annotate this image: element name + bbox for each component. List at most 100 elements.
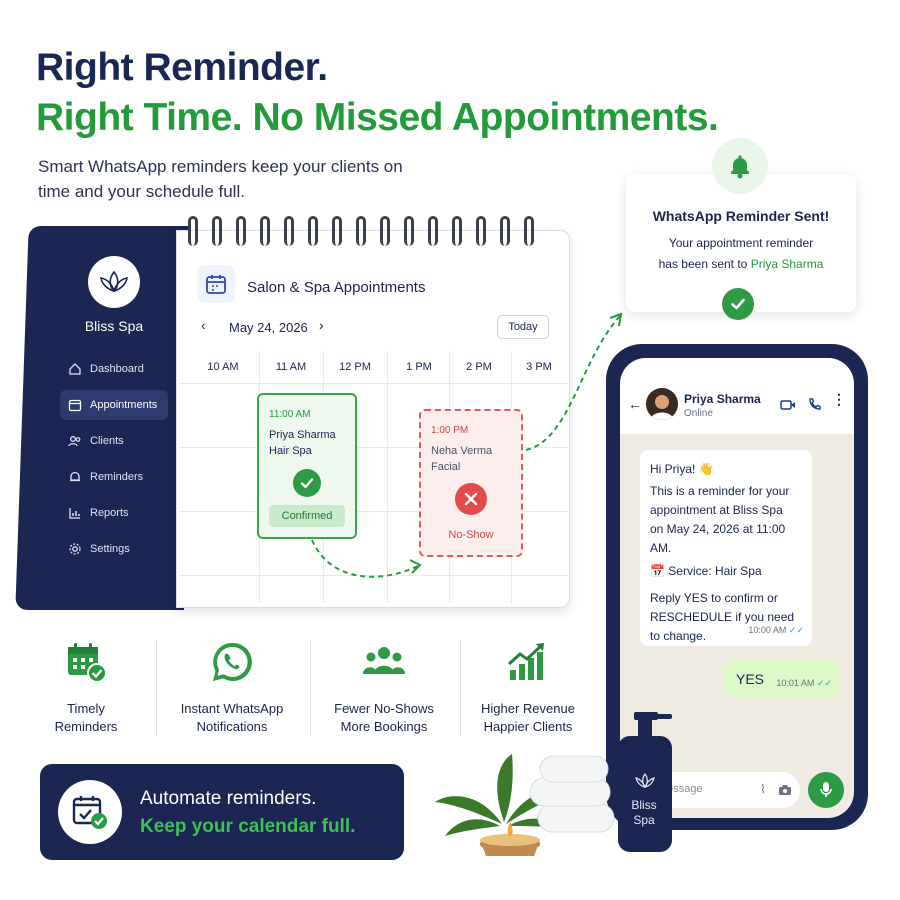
feature-line: Instant WhatsApp	[180, 701, 284, 716]
appointment-service: Hair Spa	[269, 445, 312, 457]
message-line: to change.	[650, 629, 707, 643]
bottle-label-line: Spa	[633, 813, 655, 827]
cta-banner: Automate reminders. Keep your calendar f…	[40, 764, 404, 860]
message-time: 10:01 AM ✓✓	[776, 678, 832, 688]
banner-line2: Keep your calendar full.	[140, 816, 356, 837]
message-line: 📅 Service: Hair Spa	[650, 564, 762, 578]
bar-chart-icon	[69, 508, 80, 519]
time-label: 11 AM	[275, 361, 307, 373]
outgoing-message: YES 10:01 AM ✓✓	[724, 660, 840, 698]
growth-chart-icon	[507, 643, 544, 680]
spiral-ring	[476, 216, 486, 246]
feature-line: Happier Clients	[483, 719, 573, 734]
spiral-ring	[380, 216, 390, 246]
spa-decor-illustration	[435, 754, 615, 856]
notification-prefix: has been sent to	[658, 257, 751, 271]
time-label: 1 PM	[406, 361, 432, 373]
video-call-icon[interactable]	[780, 398, 796, 416]
calendar-check-icon	[68, 643, 107, 683]
spiral-ring	[260, 216, 270, 246]
notification-card: WhatsApp Reminder Sent! Your appointment…	[626, 174, 856, 312]
spiral-ring	[308, 216, 318, 246]
attach-icon[interactable]: ⌇	[760, 782, 766, 796]
message-line: This is a reminder for your	[650, 484, 790, 498]
today-button[interactable]: Today	[497, 315, 549, 339]
sidebar-item-clients[interactable]: Clients	[60, 426, 168, 456]
appointment-time: 1:00 PM	[431, 425, 469, 436]
notification-title: WhatsApp Reminder Sent!	[652, 208, 830, 224]
users-icon	[68, 436, 81, 447]
feature-line: Reminders	[54, 719, 118, 734]
spiral-ring	[332, 216, 342, 246]
calendar-icon	[68, 399, 82, 412]
appointment-time: 11:00 AM	[269, 409, 311, 420]
headline-line1: Right Reminder.	[36, 46, 328, 89]
bottle-label: Bliss Spa	[620, 798, 668, 828]
close-icon	[455, 483, 487, 515]
spiral-ring	[284, 216, 294, 246]
sidebar-item-reports[interactable]: Reports	[60, 498, 168, 528]
message-line: RESCHEDULE if you need	[650, 610, 795, 624]
sidebar-item-label: Clients	[90, 435, 124, 447]
brand-name: Bliss Spa	[84, 318, 144, 334]
spiral-ring	[212, 216, 222, 246]
spa-bottle-illustration	[618, 712, 672, 852]
message-time: 10:00 AM ✓✓	[748, 625, 804, 635]
notification-text: Your appointment reminder	[668, 236, 814, 250]
sidebar: Bliss Spa Dashboard Appointments Clients…	[44, 226, 184, 610]
phone-call-icon[interactable]	[808, 397, 822, 416]
appointment-service: Facial	[431, 461, 461, 473]
chevron-left-icon[interactable]: ‹	[201, 317, 206, 333]
sidebar-item-label: Dashboard	[90, 363, 144, 375]
microphone-icon[interactable]	[808, 772, 844, 808]
spiral-ring	[524, 216, 534, 246]
sidebar-item-label: Settings	[90, 543, 130, 555]
notification-recipient: Priya Sharma	[750, 257, 824, 271]
calendar-title: Salon & Spa Appointments	[247, 279, 426, 296]
sidebar-item-dashboard[interactable]: Dashboard	[60, 354, 168, 384]
spiral-ring	[404, 216, 414, 246]
contact-status: Online	[684, 408, 713, 419]
appointment-card-confirmed[interactable]: 11:00 AM Priya Sharma Hair Spa Confirmed	[257, 393, 357, 539]
incoming-message: Hi Priya! 👋 This is a reminder for your …	[640, 450, 812, 646]
check-icon	[722, 288, 754, 320]
banner-line1: Automate reminders.	[140, 788, 317, 809]
divider	[310, 640, 311, 736]
gear-icon	[69, 543, 81, 555]
feature-line: Fewer No-Shows	[334, 701, 434, 716]
message-line: appointment at Bliss Spa	[650, 503, 783, 517]
message-line: Hi Priya! 👋	[650, 462, 714, 476]
bell-icon	[70, 471, 80, 482]
appointment-client: Priya Sharma	[269, 429, 336, 441]
notification-text-2: has been sent to Priya Sharma	[626, 257, 856, 271]
sidebar-item-reminders[interactable]: Reminders	[60, 462, 168, 492]
group-icon	[363, 647, 405, 674]
sidebar-item-label: Reports	[90, 507, 129, 519]
feature-line: Notifications	[196, 719, 268, 734]
time-label: 3 PM	[526, 361, 552, 373]
sidebar-item-settings[interactable]: Settings	[60, 534, 168, 564]
lotus-logo-icon	[88, 256, 140, 308]
back-arrow-icon[interactable]: ←	[628, 396, 642, 412]
sidebar-item-label: Appointments	[90, 399, 158, 411]
spiral-ring	[452, 216, 462, 246]
more-options-icon[interactable]: ⋮	[832, 391, 846, 407]
sidebar-item-appointments[interactable]: Appointments	[60, 390, 168, 420]
appointment-card-no-show[interactable]: 1:00 PM Neha Verma Facial No-Show	[419, 409, 523, 557]
chevron-right-icon[interactable]: ›	[319, 317, 324, 333]
timestamp: 10:01 AM	[776, 678, 815, 688]
check-icon	[293, 469, 321, 497]
calendar-panel: Salon & Spa Appointments ‹ May 24, 2026 …	[176, 230, 570, 608]
feature-line: More Bookings	[340, 719, 428, 734]
divider	[460, 640, 461, 736]
camera-icon[interactable]	[778, 783, 792, 801]
chat-header: ← Priya Sharma Online ⋮	[620, 358, 854, 434]
spiral-ring	[428, 216, 438, 246]
calendar-date: May 24, 2026	[229, 320, 308, 335]
calendar-check-icon	[58, 780, 122, 844]
home-icon	[69, 363, 81, 375]
spiral-ring	[236, 216, 246, 246]
